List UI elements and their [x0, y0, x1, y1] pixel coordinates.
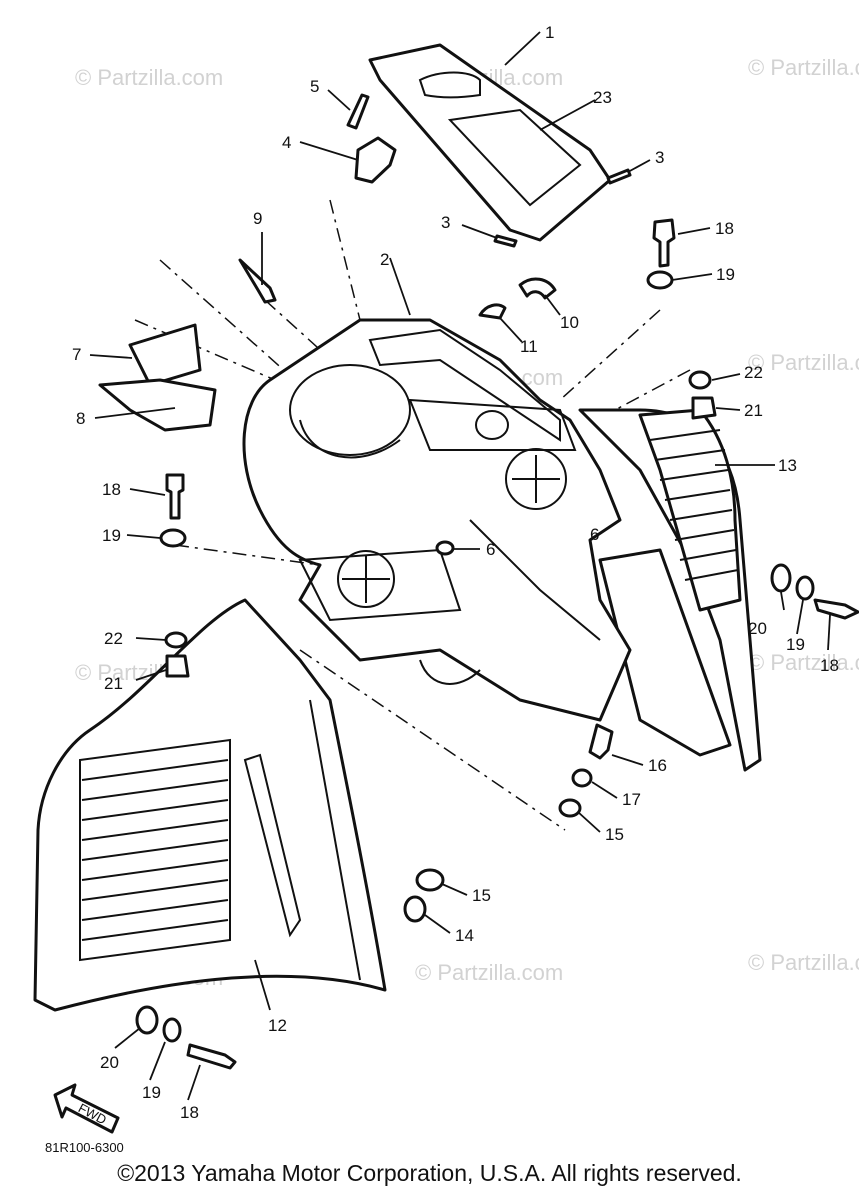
callout-number: 22 [104, 629, 123, 648]
leader-lines [89, 31, 831, 1101]
callout-number: 20 [748, 619, 767, 638]
clip-part-11 [478, 303, 507, 320]
callout-number: 18 [715, 219, 734, 238]
callout-number: 23 [593, 88, 612, 107]
exploded-parts-diagram: © Partzilla.com © Partzilla.com © Partzi… [33, 23, 859, 1155]
assembly-lines [134, 199, 691, 831]
callout-number: 4 [282, 133, 291, 152]
holder-part-4 [354, 136, 397, 184]
callout-number: 10 [560, 313, 579, 332]
callout-number: 15 [472, 886, 491, 905]
callout-number: 8 [76, 409, 85, 428]
callout-number: 19 [102, 526, 121, 545]
pin-part-5 [346, 93, 370, 130]
callout-number: 2 [380, 250, 389, 269]
callout-number: 18 [180, 1103, 199, 1122]
callout-number: 5 [310, 77, 319, 96]
callout-number: 11 [520, 337, 538, 356]
right-side-cover-part [578, 408, 762, 772]
callout-number: 16 [648, 756, 667, 775]
grommet-part-10 [518, 277, 557, 300]
callout-number: 14 [455, 926, 474, 945]
callout-number: 9 [253, 209, 262, 228]
watermark-text: © Partzilla.com [75, 65, 223, 90]
watermark-text: © Partzilla.com [748, 650, 859, 675]
callout-number: 20 [100, 1053, 119, 1072]
watermark-text: © Partzilla.com [748, 55, 859, 80]
callout-numbers: 1 2 3 3 4 5 6 6 7 8 9 10 11 12 13 14 15 … [72, 23, 839, 1122]
callout-number: 18 [820, 656, 839, 675]
callout-number: 19 [786, 635, 805, 654]
bracket-parts [98, 323, 217, 432]
bolt-parts [165, 218, 859, 1070]
callout-number: 19 [142, 1083, 161, 1102]
diagram-code: 81R100-6300 [45, 1140, 124, 1155]
callout-number: 7 [72, 345, 81, 364]
front-fender-body-part [242, 318, 632, 722]
watermark-text: © Partzilla.com [748, 350, 859, 375]
callout-number: 6 [590, 525, 599, 544]
callout-number: 17 [622, 790, 641, 809]
left-side-cover-part [33, 598, 387, 1012]
copyright-notice: ©2013 Yamaha Motor Corporation, U.S.A. A… [117, 1160, 742, 1186]
watermark-text: © Partzilla.com [415, 960, 563, 985]
watermark-text: © Partzilla.com [748, 950, 859, 975]
instrument-cover-part [368, 43, 612, 242]
washer-nut-parts [135, 270, 815, 1043]
callout-number: 1 [545, 23, 554, 42]
callout-number: 6 [486, 540, 495, 559]
callout-number: 21 [104, 674, 123, 693]
callout-number: 15 [605, 825, 624, 844]
rivet-pin-part [238, 258, 277, 304]
left-cover-louvers [81, 759, 229, 941]
pin-part-3a [493, 234, 518, 248]
callout-number: 3 [655, 148, 664, 167]
callout-number: 22 [744, 363, 763, 382]
callout-number: 12 [268, 1016, 287, 1035]
forward-arrow-icon: FWD [53, 1083, 120, 1134]
callout-number: 3 [441, 213, 450, 232]
callout-number: 18 [102, 480, 121, 499]
callout-number: 19 [716, 265, 735, 284]
callout-number: 21 [744, 401, 763, 420]
pin-part-3b [606, 168, 632, 185]
right-cover-louvers [649, 429, 739, 581]
callout-number: 13 [778, 456, 797, 475]
